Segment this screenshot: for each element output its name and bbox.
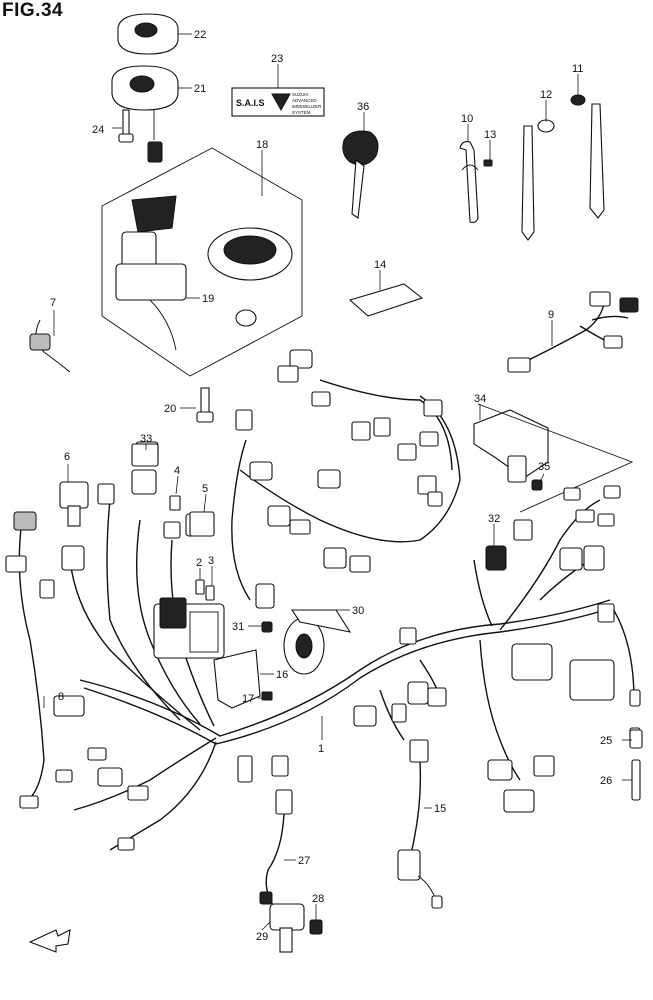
screw-28 <box>309 919 323 935</box>
callout-26: 26 <box>600 775 612 787</box>
harness-connectors <box>5 349 641 851</box>
decal-line-b: ADVANCED <box>292 98 317 103</box>
callout-30: 30 <box>352 605 364 617</box>
clamp-10 <box>459 141 479 224</box>
callout-10: 10 <box>461 113 473 125</box>
callout-16: 16 <box>276 669 288 681</box>
fuse-2 <box>195 579 205 595</box>
sub-harness-9 <box>507 291 639 373</box>
callout-32: 32 <box>488 513 500 525</box>
cable-tie-11 <box>570 94 605 219</box>
fuse-4 <box>169 495 181 511</box>
fuse-3 <box>205 585 215 601</box>
callout-22: 22 <box>194 29 206 41</box>
sensor-25 <box>629 729 643 749</box>
callout-29: 29 <box>256 931 268 943</box>
screw-35 <box>531 479 543 491</box>
callout-numbers: 22 21 24 23 36 10 13 12 11 18 19 7 20 14… <box>50 29 612 943</box>
callout-8: 8 <box>58 691 64 703</box>
screw-13 <box>483 159 493 167</box>
screw-31 <box>261 621 273 633</box>
ignition-cover <box>111 65 179 163</box>
callout-12: 12 <box>540 89 552 101</box>
bracket-34 <box>473 403 634 513</box>
callout-15: 15 <box>434 803 446 815</box>
figure-title: FIG.34 <box>2 0 64 21</box>
callout-24: 24 <box>92 124 104 136</box>
fuse-box <box>153 597 225 659</box>
callout-18: 18 <box>256 139 268 151</box>
callout-3: 3 <box>208 555 214 567</box>
callout-25: 25 <box>600 735 612 747</box>
front-direction-arrow-icon <box>28 929 71 953</box>
callout-9: 9 <box>548 309 554 321</box>
bracket-16 <box>213 649 261 709</box>
callout-2: 2 <box>196 557 202 569</box>
decal-line-c: IMMOBILIZER <box>292 104 322 109</box>
callout-5: 5 <box>202 483 208 495</box>
callout-27: 27 <box>298 855 310 867</box>
callout-4: 4 <box>174 465 180 477</box>
sensor-26 <box>631 759 641 801</box>
callout-33: 33 <box>140 433 152 445</box>
lead-wire-15 <box>397 739 443 909</box>
bolt-24 <box>118 109 134 143</box>
relay-33 <box>131 443 159 467</box>
callout-36: 36 <box>357 101 369 113</box>
lead-wire-7 <box>29 319 71 373</box>
callout-28: 28 <box>312 893 324 905</box>
pad-14 <box>348 283 424 317</box>
main-wiring-harness <box>18 379 635 851</box>
horn-30 <box>283 609 352 675</box>
bolt-20 <box>196 387 214 423</box>
callout-13: 13 <box>484 129 496 141</box>
callout-1: 1 <box>318 743 324 755</box>
ignition-cover-cap <box>117 13 179 55</box>
callout-6: 6 <box>64 451 70 463</box>
callout-20: 20 <box>164 403 176 415</box>
callout-19: 19 <box>202 293 214 305</box>
callout-21: 21 <box>194 83 206 95</box>
callout-34: 34 <box>474 393 486 405</box>
decal-line-a: SUZUKI <box>292 92 309 97</box>
switch-29 <box>259 891 305 953</box>
lock-set-box <box>101 147 303 377</box>
decal-line-d: SYSTEM <box>292 110 311 115</box>
relay-6 <box>59 481 89 527</box>
leader-lines <box>43 33 632 931</box>
callout-23: 23 <box>271 53 283 65</box>
callout-31: 31 <box>232 621 244 633</box>
ignition-key <box>342 130 379 219</box>
cable-tie-12 <box>521 119 555 241</box>
sais-decal: S.A.I.S SUZUKI ADVANCED IMMOBILIZER SYST… <box>231 87 325 117</box>
relay-5 <box>189 511 215 537</box>
callout-11: 11 <box>572 63 583 75</box>
decal-title: S.A.I.S <box>236 98 265 108</box>
callout-7: 7 <box>50 297 56 309</box>
screw-17 <box>261 691 273 701</box>
callout-17: 17 <box>242 693 254 705</box>
callout-14: 14 <box>374 259 386 271</box>
callout-35: 35 <box>538 461 550 473</box>
